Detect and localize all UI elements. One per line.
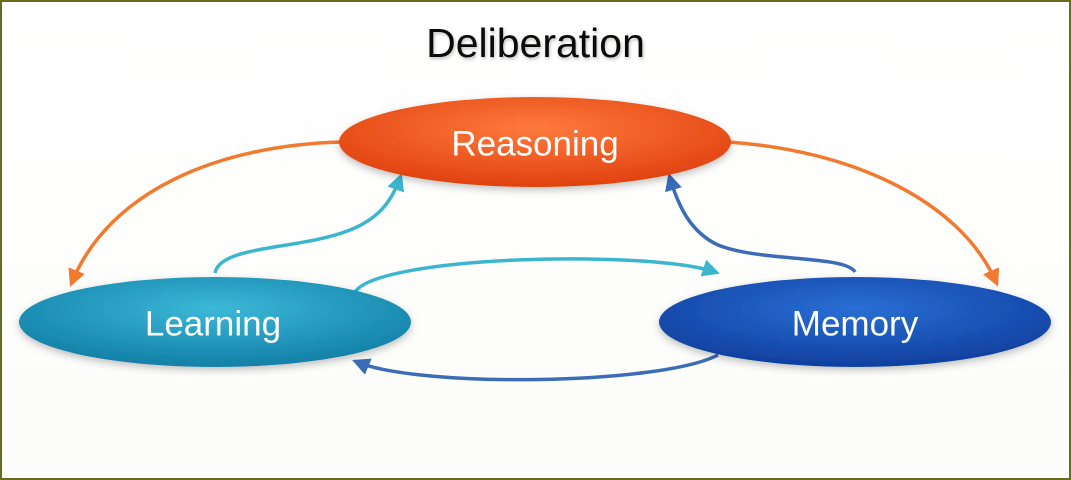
- arrow-reasoning-to-memory: [727, 140, 1000, 287]
- node-learning: [19, 277, 411, 367]
- diagram-title: Deliberation: [426, 20, 645, 66]
- node-learning-label: Learning: [145, 305, 281, 344]
- node-memory-label: Memory: [792, 305, 919, 344]
- arrow-memory-to-reasoning: [665, 172, 857, 274]
- arrow-learning-to-memory: [353, 257, 720, 294]
- node-memory: [659, 277, 1051, 367]
- arrow-reasoning-to-learning: [68, 140, 343, 287]
- arrow-learning-to-reasoning: [213, 173, 405, 274]
- arrow-memory-to-learning: [352, 353, 719, 382]
- node-reasoning-label: Reasoning: [451, 125, 618, 164]
- node-reasoning: [339, 97, 731, 187]
